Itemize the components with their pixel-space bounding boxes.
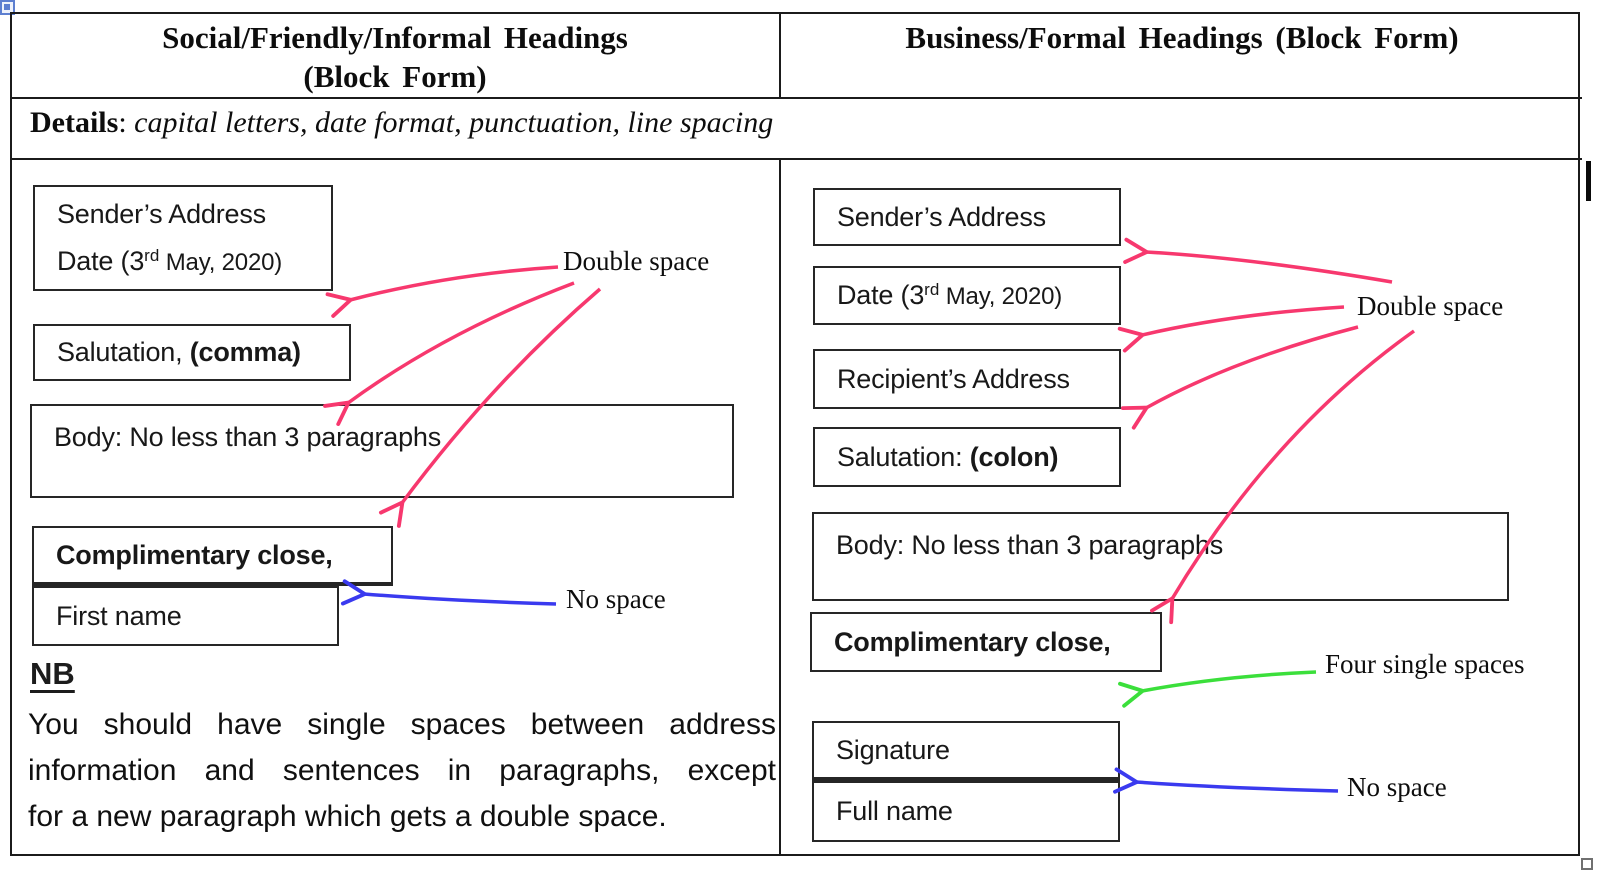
table-border xyxy=(10,12,1580,856)
nb-paragraph-line2: information and sentences in paragraphs,… xyxy=(28,754,776,787)
details-row-divider xyxy=(10,158,1582,160)
salutation-colon-box: Salutation: (colon) xyxy=(813,427,1121,487)
content-column-divider xyxy=(779,158,781,856)
signature-box: Signature xyxy=(812,721,1120,781)
date-text-rest-right: May, 2020) xyxy=(939,283,1063,310)
sender-address-label: Sender’s Address xyxy=(57,198,266,229)
date-box-right: Date (3rd May, 2020) xyxy=(813,266,1121,325)
four-single-spaces-label: Four single spaces xyxy=(1325,649,1525,679)
date-label-right: Date (3rd May, 2020) xyxy=(837,280,1062,311)
right-title-line: Business/Formal Headings (Block Form) xyxy=(905,20,1459,55)
signature-label: Signature xyxy=(836,734,950,765)
date-text-rest: May, 2020) xyxy=(159,248,283,276)
complimentary-close-label-right: Complimentary close, xyxy=(834,626,1111,657)
first-name-label: First name xyxy=(56,600,182,631)
sender-address-label-right: Sender’s Address xyxy=(837,201,1046,232)
recipient-address-label: Recipient’s Address xyxy=(837,363,1070,394)
details-label: Details xyxy=(30,106,119,139)
first-name-box: First name xyxy=(32,586,339,646)
nb-paragraph-line3: for a new paragraph which gets a double … xyxy=(28,800,667,833)
complimentary-close-box-right: Complimentary close, xyxy=(810,612,1162,672)
left-title-line2: (Block Form) xyxy=(303,59,487,94)
body-box-left: Body: No less than 3 paragraphs xyxy=(30,404,734,498)
nb-paragraph-line1: You should have single spaces between ad… xyxy=(28,708,776,741)
complimentary-close-box-left: Complimentary close, xyxy=(32,526,393,586)
sender-address-date-box: Sender’s Address Date (3rd May, 2020) xyxy=(33,185,333,291)
date-text-right: Date (3 xyxy=(837,280,925,310)
right-column-title: Business/Formal Headings (Block Form) xyxy=(782,18,1582,57)
full-name-box: Full name xyxy=(812,781,1120,842)
nb-paragraph: You should have single spaces between ad… xyxy=(28,702,776,840)
salutation-comma-box: Salutation, (comma) xyxy=(33,324,351,381)
no-space-label-right: No space xyxy=(1347,772,1447,802)
details-separator: : xyxy=(118,106,135,139)
no-space-label-left: No space xyxy=(566,584,666,614)
header-row-divider xyxy=(10,97,1582,99)
table-resize-handle xyxy=(1581,858,1593,870)
nb-heading: NB xyxy=(30,656,75,691)
full-name-label: Full name xyxy=(836,796,953,826)
salutation-label: Salutation, xyxy=(57,337,183,367)
salutation-comma-note: (comma) xyxy=(189,337,301,367)
left-column-title: Social/Friendly/Informal Headings (Block… xyxy=(10,18,780,96)
object-anchor-icon xyxy=(0,0,15,15)
sender-address-box-right: Sender’s Address xyxy=(813,188,1121,246)
date-ordinal-superscript-right: rd xyxy=(924,280,940,299)
text-cursor-artifact xyxy=(1586,161,1591,201)
body-label-right: Body: No less than 3 paragraphs xyxy=(836,530,1224,560)
details-row: Details: capital letters, date format, p… xyxy=(30,106,773,140)
body-label-left: Body: No less than 3 paragraphs xyxy=(54,422,442,452)
salutation-colon-note: (colon) xyxy=(969,441,1059,472)
date-text: Date (3 xyxy=(57,245,145,276)
left-title-line1: Social/Friendly/Informal Headings xyxy=(162,20,628,55)
date-label: Date (3rd May, 2020) xyxy=(57,235,282,284)
double-space-label-right: Double space xyxy=(1357,291,1504,321)
salutation-label-right: Salutation: xyxy=(837,441,963,472)
body-box-right: Body: No less than 3 paragraphs xyxy=(812,512,1509,601)
double-space-label-left: Double space xyxy=(563,246,710,276)
header-column-divider xyxy=(779,12,781,97)
details-text: capital letters, date format, punctuatio… xyxy=(134,106,774,139)
recipient-address-box: Recipient’s Address xyxy=(813,349,1121,409)
date-ordinal-superscript: rd xyxy=(144,245,160,265)
complimentary-close-label-left: Complimentary close, xyxy=(56,539,333,570)
